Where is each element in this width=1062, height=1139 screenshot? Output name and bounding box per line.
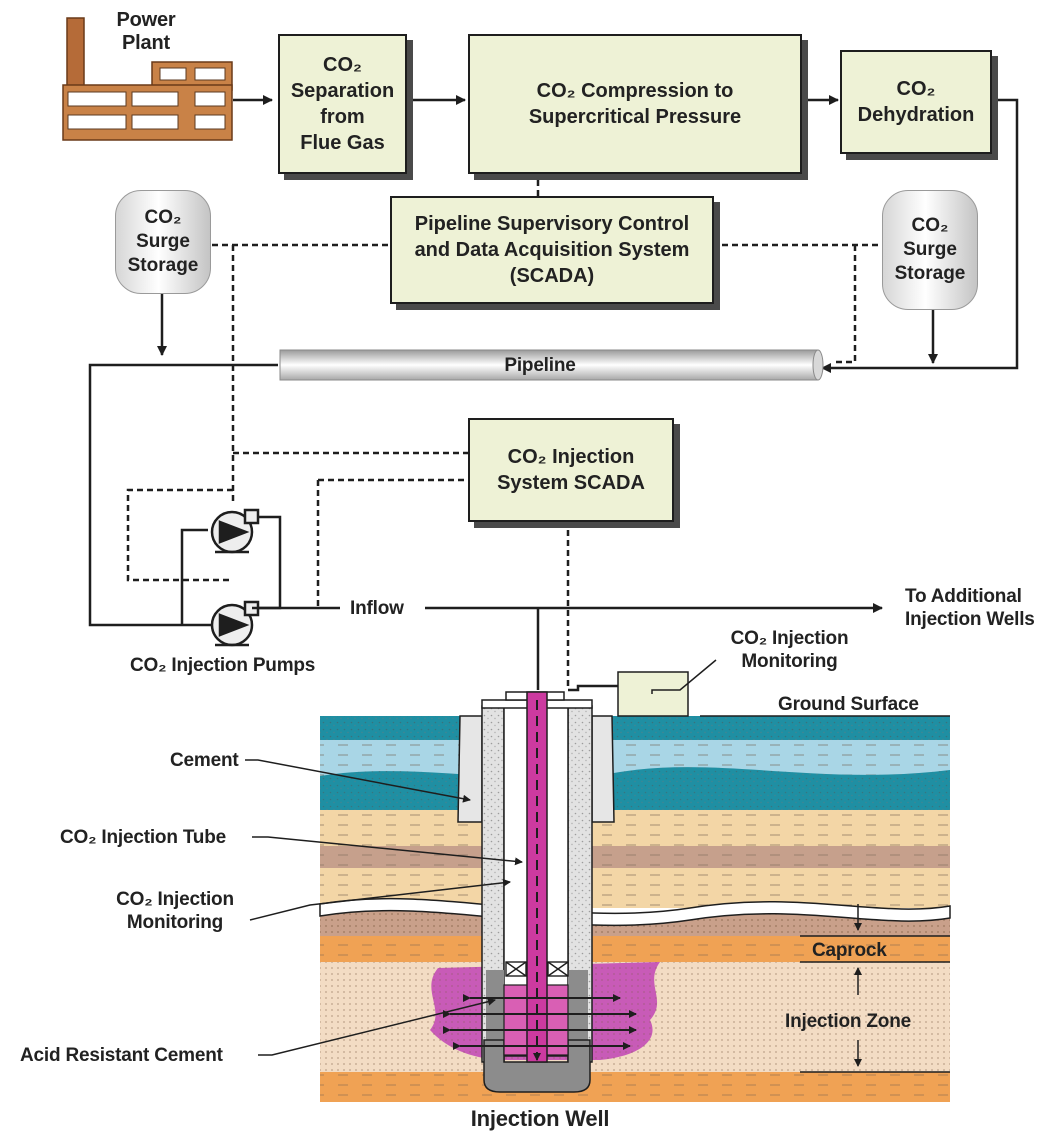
power-plant-icon	[62, 17, 233, 141]
co2-dehydration-label: CO₂ Dehydration	[857, 78, 975, 126]
monitoring-side-label: CO₂ Injection Monitoring	[116, 889, 234, 933]
pipeline-label: Pipeline	[504, 355, 576, 376]
acid-cement-label: Acid Resistant Cement	[20, 1045, 223, 1066]
inflow-label: Inflow	[350, 598, 404, 619]
injection-scada-box: CO₂ Injection System SCADA	[468, 418, 674, 522]
co2-compression-label: CO₂ Compression to Supercritical Pressur…	[528, 80, 742, 128]
pipeline-scada-box: Pipeline Supervisory Control and Data Ac…	[390, 196, 714, 304]
geology-section	[319, 716, 951, 1102]
power-plant-label: Power Plant	[116, 9, 176, 54]
injection-pumps-label: CO₂ Injection Pumps	[130, 655, 316, 676]
caprock-label: Caprock	[812, 940, 887, 961]
pump-icon	[180, 508, 282, 647]
ground-surface-label: Ground Surface	[778, 694, 919, 715]
co2-compression-box: CO₂ Compression to Supercritical Pressur…	[468, 34, 802, 174]
co2-separation-label: CO₂ Separation from Flue Gas	[290, 54, 395, 154]
surge-storage-right-tank: CO₂ Surge Storage	[882, 190, 978, 310]
injection-zone-label: Injection Zone	[785, 1011, 911, 1032]
pipeline-pipe	[279, 349, 824, 381]
co2-dehydration-box: CO₂ Dehydration	[840, 50, 992, 154]
injection-well-label: Injection Well	[470, 1106, 610, 1131]
surge-storage-left-tank: CO₂ Surge Storage	[115, 190, 211, 294]
cement-label: Cement	[170, 750, 239, 771]
scada-dashed-lines	[126, 170, 882, 690]
co2-separation-box: CO₂ Separation from Flue Gas	[278, 34, 407, 174]
top-flow-arrows	[88, 95, 1019, 627]
leader-lines	[245, 759, 523, 1056]
injection-scada-label: CO₂ Injection System SCADA	[497, 446, 645, 494]
surge-storage-right-label: CO₂ Surge Storage	[894, 215, 966, 284]
additional-wells-label: To Additional Injection Wells	[905, 586, 1035, 630]
monitoring-device	[617, 659, 717, 717]
monitoring-top-label: CO₂ Injection Monitoring	[730, 628, 849, 672]
injection-tube-label: CO₂ Injection Tube	[60, 827, 226, 848]
surge-storage-left-label: CO₂ Surge Storage	[127, 207, 199, 276]
inflow-line	[252, 603, 883, 692]
pipeline-scada-label: Pipeline Supervisory Control and Data Ac…	[414, 213, 690, 287]
reference-lines	[700, 715, 950, 1073]
